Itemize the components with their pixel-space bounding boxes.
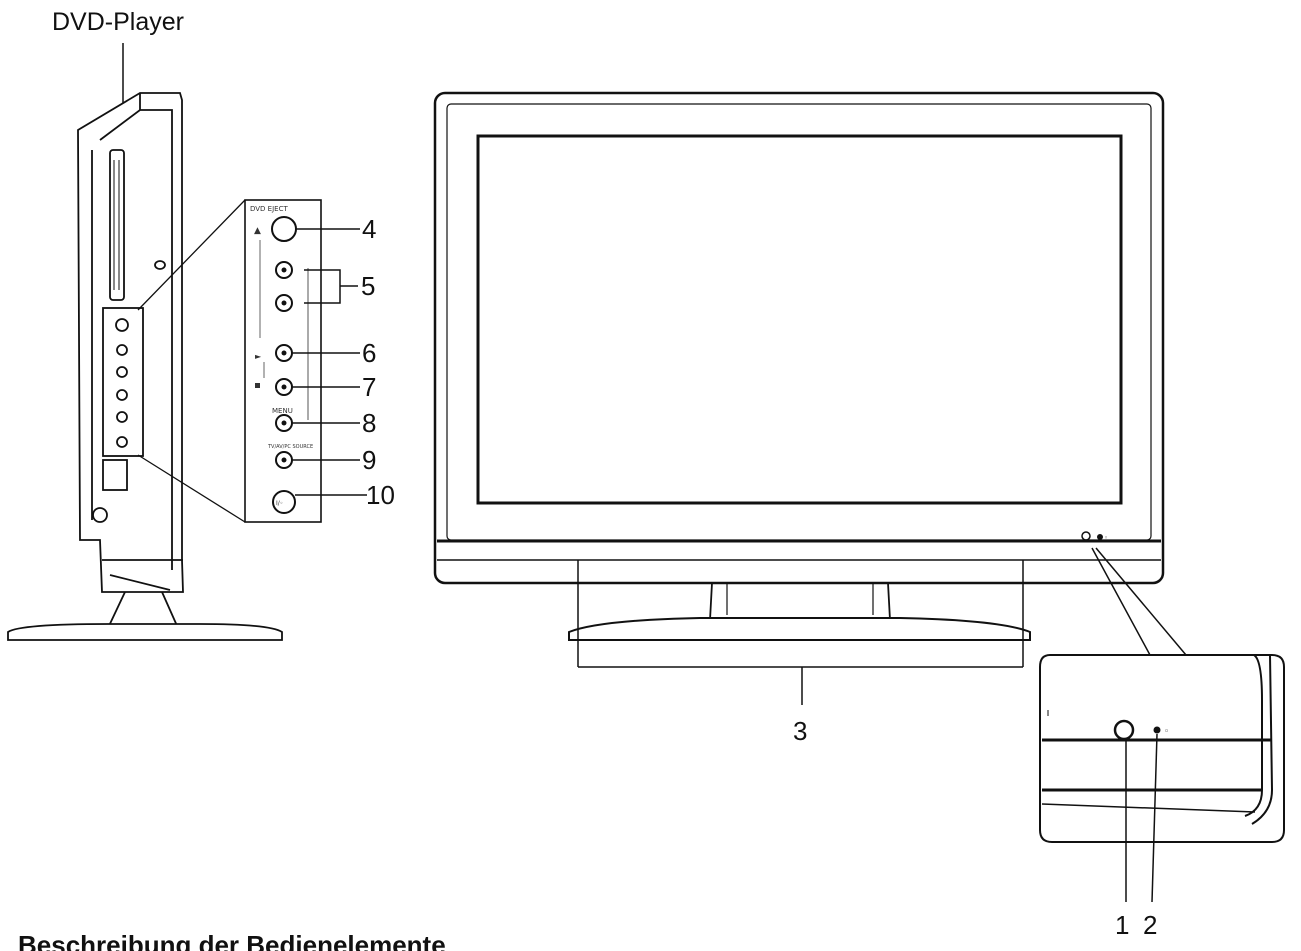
sensor-zoom-detail: ◦ — [1039, 654, 1285, 843]
tv-side-view — [7, 92, 283, 641]
zoom-line-bottom — [137, 454, 246, 523]
callout-2-leader — [1151, 733, 1158, 903]
zoom-line-front-right — [1095, 547, 1187, 656]
dvd-eject-button — [271, 216, 297, 242]
callout-4: 4 — [362, 214, 376, 244]
callout-7: 7 — [362, 372, 376, 402]
zoom-line-top — [137, 199, 246, 311]
callout-6: 6 — [362, 338, 376, 368]
callout-10: 10 — [366, 480, 395, 510]
callout-3: 3 — [793, 716, 807, 746]
svg-text:▲: ▲ — [254, 226, 261, 236]
svg-text:►: ► — [255, 352, 262, 361]
power-led — [1153, 726, 1161, 734]
section-heading: Beschreibung der Bedienelemente — [18, 930, 446, 951]
callout-2: 2 — [1143, 910, 1157, 940]
zoom-line-front-left — [1091, 547, 1151, 656]
callout-leaders-side — [292, 228, 367, 496]
callout-9: 9 — [362, 445, 376, 475]
callout-1: 1 — [1115, 910, 1129, 940]
callout-8: 8 — [362, 408, 376, 438]
dvd-player-title: DVD-Player — [52, 8, 184, 36]
power-button — [272, 490, 296, 514]
menu-label: MENU — [272, 407, 293, 415]
callout-3-bracket — [577, 560, 1024, 705]
svg-text:◦: ◦ — [1164, 727, 1169, 737]
tv-front-view: ◦ — [433, 91, 1165, 641]
svg-text:◦: ◦ — [1104, 534, 1108, 542]
svg-text:I/◦: I/◦ — [276, 500, 283, 507]
dvd-eject-label: DVD EJECT — [250, 205, 288, 213]
tv-screen — [476, 134, 1123, 505]
callout-5: 5 — [361, 271, 375, 301]
control-panel-zoom: DVD EJECT ▲ ► MENU TV/AV/PC SOU — [244, 199, 322, 523]
remote-sensor — [1113, 719, 1135, 741]
tv-av-label: TV/AV/PC SOURCE — [267, 444, 313, 450]
